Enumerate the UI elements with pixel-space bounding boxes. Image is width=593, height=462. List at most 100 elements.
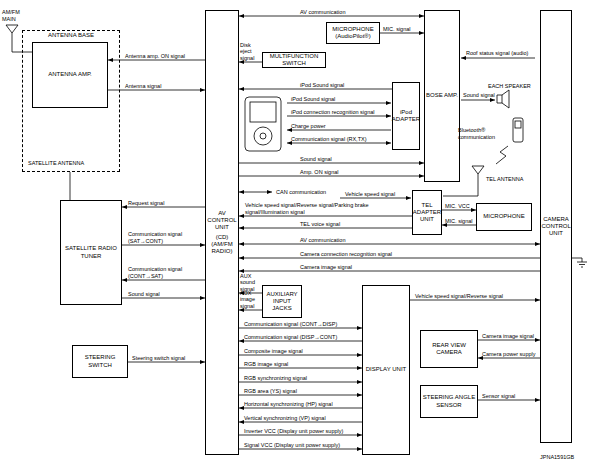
signal-line <box>478 340 540 341</box>
signal-line <box>239 328 362 329</box>
signal-label: Sound signal <box>300 156 332 162</box>
speaker-wire <box>461 100 495 101</box>
microphone-box: MICROPHONE (AudioPilot®) <box>326 22 380 44</box>
switch-box: MULTIFUNCTION SWITCH <box>262 52 326 68</box>
control-unit-box: AV CONTROL UNIT(CD) (AM/FM RADIO) <box>205 10 239 455</box>
signal-line <box>239 449 362 450</box>
signal-line <box>239 163 424 164</box>
unit-name: MULTIFUNCTION SWITCH <box>264 53 324 67</box>
unit-name: iPod ADAPTER <box>392 109 420 123</box>
signal-label: CAN communication <box>276 189 326 195</box>
signal-label: Inverter VCC (Display unit power supply) <box>244 428 343 434</box>
signal-line <box>380 33 424 34</box>
unit-name: REAR VIEW CAMERA <box>422 342 476 356</box>
signal-label: iPod Sound signal <box>300 82 344 88</box>
camera-box: REAR VIEW CAMERA <box>420 330 478 368</box>
signal-line <box>239 258 540 259</box>
signal-label: Camera power supply <box>482 351 536 357</box>
signal-line <box>410 300 540 301</box>
signal-label: MIC. VCC <box>445 203 470 209</box>
signal-line <box>239 422 362 423</box>
antenna-label: AM/FM MAIN <box>2 9 26 22</box>
signal-line <box>122 298 205 299</box>
signal-line <box>239 382 362 383</box>
display-box: DISPLAY UNIT <box>362 285 410 455</box>
signal-line <box>122 280 205 281</box>
unit-name: MICROPHONE (AudioPilot®) <box>328 26 378 40</box>
amplifier-box: BOSE AMP. <box>424 10 460 182</box>
signal-label: Horizontal synchronizing (HP) signal <box>244 401 333 407</box>
signal-line <box>442 225 476 226</box>
signal-label: Communication signal (DISP→CONT) <box>244 334 337 340</box>
signal-label: Communication signal (CONT→DISP) <box>244 321 337 327</box>
antenna-label: TEL ANTENNA <box>486 176 523 182</box>
tuner-box: SATELLITE RADIO TUNER <box>60 200 122 305</box>
signal-label: AUX image signal <box>240 290 261 309</box>
signal-line <box>239 228 412 229</box>
signal-label: Communication signal (CONT→SAT) <box>128 266 204 279</box>
ipod-wire <box>287 143 391 144</box>
signal-label: RGB area (YS) signal <box>244 388 297 394</box>
signal-line <box>239 216 412 217</box>
signal-label: Vehicle speed signal/Reverse signal/Park… <box>245 202 410 215</box>
signal-line <box>239 244 540 245</box>
jack-box: AUXILIARY INPUT JACKS <box>262 285 302 318</box>
signal-line <box>239 62 262 63</box>
signal-label: Camera image signal <box>300 264 352 270</box>
adapter-box: iPod ADAPTER <box>392 82 420 150</box>
signal-line <box>128 362 205 363</box>
signal-line <box>239 310 262 311</box>
signal-line <box>442 210 476 211</box>
signal-label: AV communication <box>300 9 345 15</box>
signal-label: Vehicle speed signal <box>345 191 395 197</box>
unit-name: STEERING SWITCH <box>74 354 126 368</box>
unit-name: AV CONTROL UNIT <box>207 210 237 232</box>
signal-label: Steering switch signal <box>132 355 202 361</box>
signal-line <box>122 207 205 208</box>
signal-line <box>239 395 362 396</box>
signal-label: MIC. signal <box>445 218 473 224</box>
signal-label: iPod connection recognition signal <box>291 109 374 115</box>
ground-symbol <box>572 258 587 267</box>
speed-wire <box>340 198 411 199</box>
roof-status-wire <box>461 58 535 59</box>
signal-line <box>239 435 362 436</box>
unit-name: BOSE AMP. <box>426 92 458 99</box>
figure-code: JPNA1591GB <box>540 454 574 460</box>
signal-label: RGB image signal <box>244 361 288 367</box>
unit-name: SATELLITE RADIO TUNER <box>62 245 120 259</box>
speaker-label: EACH SPEAKER <box>488 83 531 89</box>
unit-box: ANTENNA AMP. <box>32 42 108 108</box>
signal-label: Charge power <box>291 123 326 129</box>
wireless-symbol <box>496 146 508 164</box>
signal-line <box>239 271 540 272</box>
signal-line <box>239 89 392 90</box>
signal-label: TEL voice signal <box>300 221 340 227</box>
signal-label: AV communication <box>300 237 345 243</box>
signal-label: iPod Sound signal <box>291 96 335 102</box>
antenna-label: SATELLITE ANTENNA <box>28 160 84 166</box>
signal-label: Communication signal (RX,TX) <box>291 136 367 142</box>
signal-label: Request signal <box>128 200 164 206</box>
signal-label: Camera connection recognition signal <box>300 251 392 257</box>
signal-label: Composite image signal <box>244 348 303 354</box>
signal-label: Sound signal <box>128 291 160 297</box>
signal-label: Roof status signal (audio) <box>466 50 540 56</box>
signal-line <box>122 245 205 246</box>
signal-label: Antenna amp. ON signal <box>125 53 185 59</box>
signal-label: Communication signal (SAT→CONT) <box>128 231 204 244</box>
unit-name: DISPLAY UNIT <box>366 366 406 373</box>
signal-line <box>70 172 71 200</box>
signal-line <box>239 16 424 17</box>
unit-name: ANTENNA AMP. <box>48 71 92 78</box>
signal-line <box>239 176 424 177</box>
ipod-wire <box>287 130 391 131</box>
unit-name: MICROPHONE <box>483 213 524 220</box>
signal-label: Signal VCC (Display unit power supply) <box>244 442 340 448</box>
sensor-box: STEERING ANGLE SENSOR <box>420 385 478 418</box>
unit-name: AUXILIARY INPUT JACKS <box>264 291 300 313</box>
signal-label: RGB synchronizing signal <box>244 375 307 381</box>
unit-name: TEL ADAPTER UNIT <box>413 202 441 224</box>
phone-symbol <box>513 118 523 142</box>
